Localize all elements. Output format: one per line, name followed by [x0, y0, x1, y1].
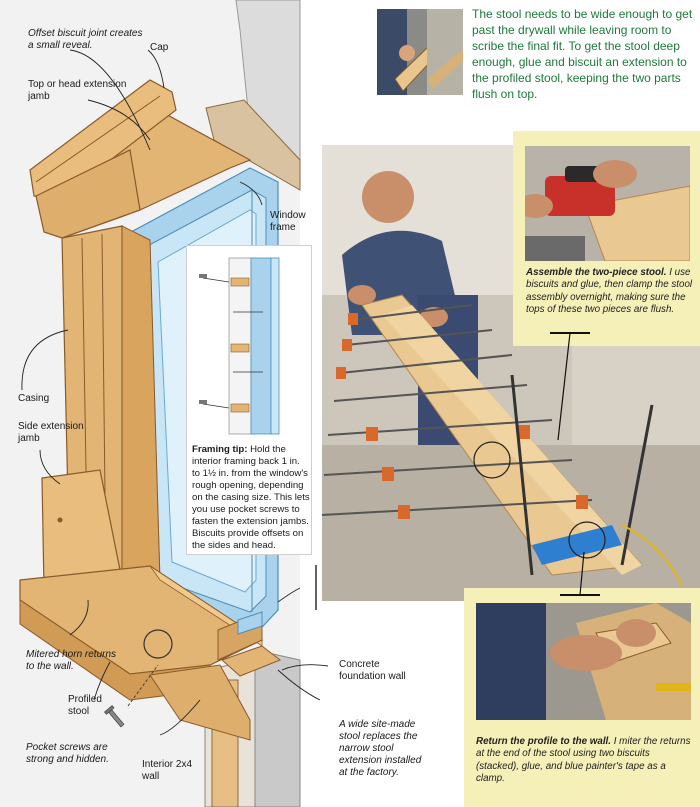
photo-callout-lines [550, 332, 600, 596]
inset-photo-mitered-return [476, 603, 691, 720]
label-interior-wall: Interior 2x4 wall [142, 759, 193, 782]
leader-concrete-wall [281, 664, 329, 671]
leader-mitered-horn [69, 599, 89, 636]
caption-return-body: I miter the returns at the end of the st… [476, 736, 691, 784]
label-site-made-stool: A wide site-made stool replaces the narr… [339, 719, 422, 778]
thumbnail-photo-stool [377, 9, 463, 95]
leader-window-frame [239, 181, 263, 206]
apron [149, 664, 251, 741]
label-casing: Casing [18, 393, 50, 404]
caption-assemble-body: I use biscuits and glue, then clamp the … [526, 267, 693, 315]
label-window-frame: Window frame [270, 210, 306, 233]
caption-return-title: Return the profile to the wall. [476, 736, 611, 747]
pocket-screw-icon [104, 705, 125, 728]
inset-assemble-stool: Assemble the two-piece stool. I use bisc… [513, 131, 700, 346]
label-mitered-horn: Mitered horn returns to the wall. [26, 649, 117, 672]
label-side-extension: Side extension jamb [18, 421, 84, 444]
framing-tip-title: Framing tip: [192, 444, 248, 455]
leader-head-extension [87, 99, 151, 141]
framing-tip-diagram [199, 257, 280, 435]
concrete-wall [254, 649, 301, 807]
inset-photo-biscuit-joiner [525, 146, 690, 261]
label-head-extension: Top or head extension jamb [28, 79, 127, 102]
framing-tip-text: Framing tip: Hold the interior framing b… [192, 444, 310, 552]
leader-cap [147, 49, 165, 89]
leader-offset-biscuit [69, 49, 151, 151]
leader-profiled-stool [93, 661, 111, 701]
caption-return: Return the profile to the wall. I miter … [476, 736, 692, 785]
caption-assemble-title: Assemble the two-piece stool. [526, 267, 667, 278]
framing-tip-body: Hold the interior framing back 1 in. to … [192, 444, 310, 551]
intro-text: The stool needs to be wide enough to get… [472, 7, 693, 101]
casing-head [35, 149, 141, 239]
caption-assemble: Assemble the two-piece stool. I use bisc… [526, 267, 694, 316]
detail-circle-stool [143, 629, 173, 659]
label-cap: Cap [150, 42, 169, 53]
label-profiled-stool: Profiled stool [68, 694, 102, 717]
leader-casing [21, 329, 69, 391]
label-offset-biscuit: Offset biscuit joint creates a small rev… [28, 28, 143, 51]
framing-tip-box: Framing tip: Hold the interior framing b… [186, 245, 312, 555]
leader-interior-wall [159, 699, 201, 736]
leader-side-extension [39, 449, 61, 485]
label-concrete-wall: Concrete foundation wall [339, 659, 406, 682]
inset-return-profile: Return the profile to the wall. I miter … [464, 588, 700, 807]
leader-site-made-stool [277, 669, 321, 701]
label-pocket-screws: Pocket screws are strong and hidden. [26, 742, 109, 765]
